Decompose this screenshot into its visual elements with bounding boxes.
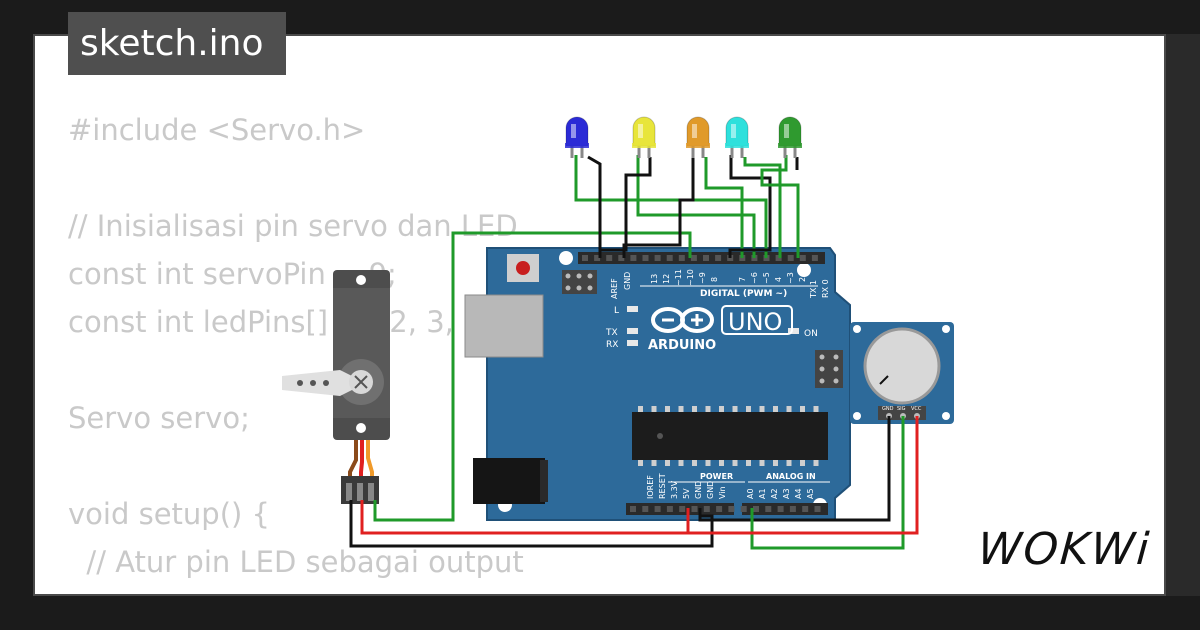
wires (349, 155, 919, 550)
pin-label: A0 (746, 488, 755, 499)
code-editor[interactable]: #include <Servo.h> // Inisialisasi pin se… (68, 106, 524, 594)
arduino-logo-icon (651, 307, 714, 333)
right-border (1166, 34, 1200, 596)
code-line: for (int i = 0; i < 5; i++) { (68, 586, 524, 594)
led-icon[interactable] (632, 116, 656, 158)
on-led-label: ON (804, 329, 818, 339)
pin-label: RESET (658, 473, 667, 499)
code-line: Servo servo; (68, 401, 250, 435)
model-label: UNO (728, 308, 782, 336)
leds (565, 116, 802, 158)
code-line: void setup() { (68, 497, 270, 531)
led-icon[interactable] (725, 116, 749, 158)
potentiometer[interactable]: GND SIG VCC (850, 322, 954, 424)
pin-label: Vin (718, 486, 727, 499)
knob-icon[interactable] (863, 327, 941, 405)
pin-label: ~3 (786, 272, 795, 284)
servo-motor[interactable] (282, 270, 390, 504)
pin-label: 8 (710, 277, 719, 282)
pin-label: A5 (806, 488, 815, 499)
rx-led-label: RX (606, 340, 618, 350)
bottom-border (0, 596, 1200, 630)
power-label: POWER (700, 472, 733, 481)
pin-label: ~5 (762, 272, 771, 284)
file-tab[interactable]: sketch.ino (68, 12, 286, 75)
pin-label: ~6 (750, 272, 759, 284)
pin-label: ~10 (686, 269, 695, 286)
pin-label: RX 0 (821, 279, 830, 298)
led-icon[interactable] (686, 116, 710, 158)
pin-label: GND (623, 272, 632, 290)
pin-label: A3 (782, 488, 791, 499)
pin-label: A1 (758, 488, 767, 499)
pin-label: ~11 (674, 269, 683, 286)
pin-label: A2 (770, 488, 779, 499)
pin-label: GND (694, 481, 703, 499)
code-line: #include <Servo.h> (68, 113, 366, 147)
pot-pin-label: VCC (911, 406, 922, 412)
wokwi-logo: WOKWi (976, 524, 1153, 575)
microcontroller-chip (632, 412, 828, 460)
pin-label: 13 (650, 274, 659, 284)
brand-label: ARDUINO (648, 338, 716, 353)
power-jack (473, 458, 545, 504)
servo-horn-icon (282, 370, 352, 396)
pin-label: GND (706, 481, 715, 499)
code-line: // Inisialisasi pin servo dan LED (68, 209, 518, 243)
digital-header-label: DIGITAL (PWM ~) (700, 289, 787, 299)
pin-label: AREF (610, 278, 619, 299)
pin-label: 3.3V (670, 480, 679, 499)
usb-port (464, 294, 544, 358)
pin-label: 12 (662, 274, 671, 284)
digital-header (578, 252, 825, 264)
pin-label: IOREF (646, 475, 655, 499)
pin-label: A4 (794, 488, 803, 499)
pot-pin-label: GND (882, 406, 894, 412)
pin-label: 5V (682, 488, 691, 499)
pin-label: TX 1 (809, 280, 818, 299)
l-led-label: L (614, 306, 619, 316)
analog-label: ANALOG IN (766, 472, 816, 481)
led-icon[interactable] (565, 116, 589, 158)
pot-pin-label: SIG (897, 406, 906, 412)
pin-label: 4 (774, 277, 783, 282)
arduino-uno-board[interactable]: AREF GND 13 12 ~11 ~10 ~9 8 7 ~6 ~5 4 ~3… (464, 247, 851, 521)
code-line: // Atur pin LED sebagai output (68, 545, 524, 579)
pin-label: ~9 (698, 272, 707, 284)
tx-led-label: TX (605, 328, 618, 338)
pin-label: 2 (798, 277, 807, 282)
pin-label: 7 (738, 277, 747, 282)
led-icon[interactable] (778, 116, 802, 158)
